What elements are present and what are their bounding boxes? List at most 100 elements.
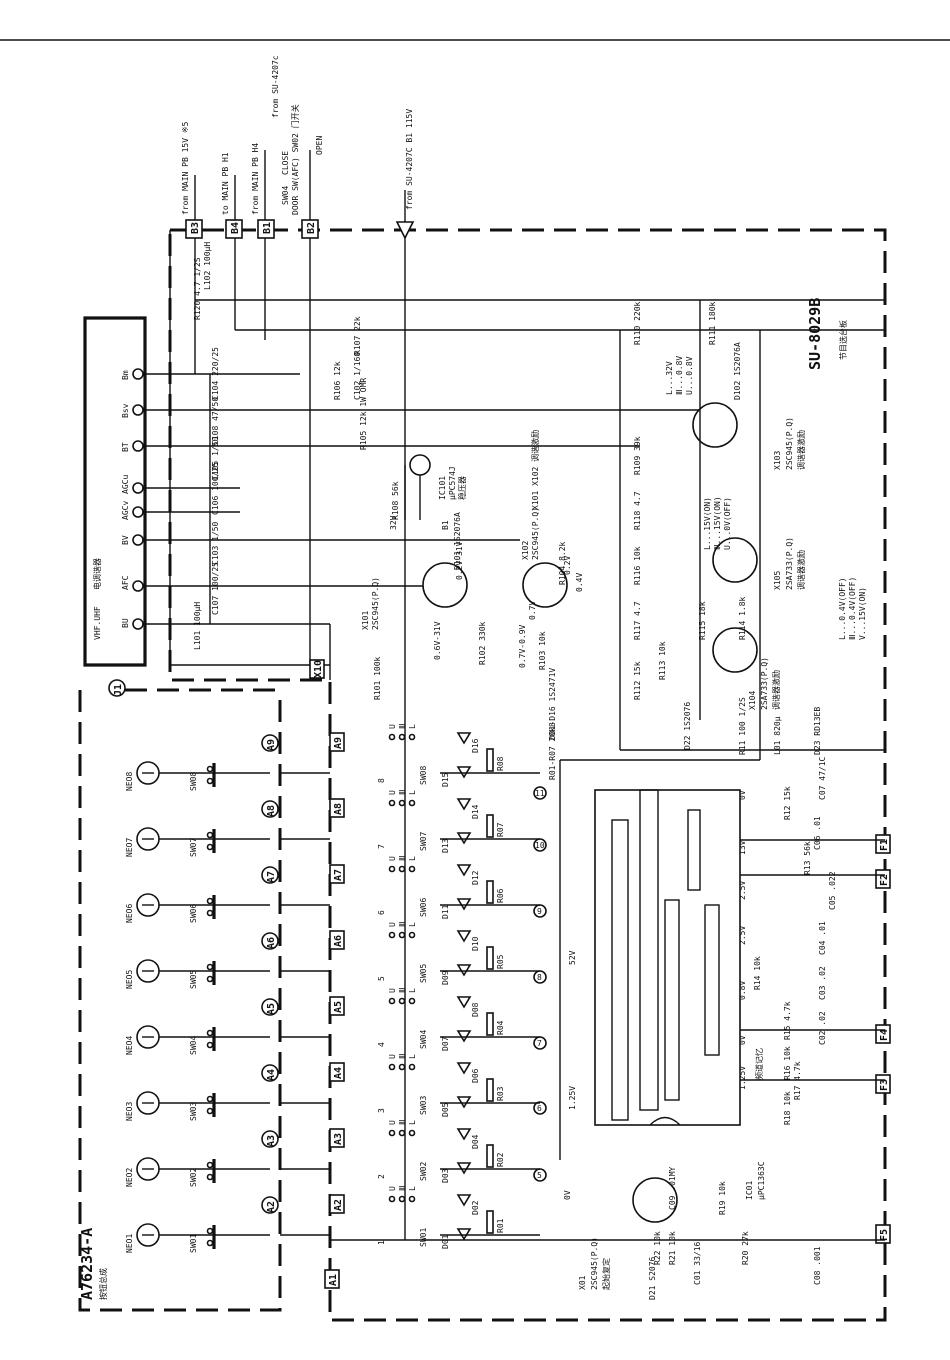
ic101-desc: 稳压器: [457, 476, 467, 500]
conn-b1-label: from MAIN PB H4: [251, 143, 260, 215]
svg-text:B1: B1: [262, 222, 273, 234]
band-switch-name: SW08: [419, 766, 428, 785]
switch-contact: [206, 1107, 214, 1115]
x104-desc: 调谐器激励: [771, 670, 781, 710]
tuner-pin: [132, 534, 144, 546]
tuner-pin: [132, 404, 144, 416]
diode: [456, 1062, 472, 1075]
switch-label: SW05: [189, 970, 198, 989]
svg-text:J1: J1: [113, 684, 124, 696]
switch-contact: [206, 975, 214, 983]
band-notes: L...32V Ⅲ...0.8V U...0.8V L...15V(ON) Ⅲ.…: [665, 356, 867, 640]
transistor-x102: [522, 562, 568, 608]
svg-text:2.5V: 2.5V: [738, 926, 747, 945]
tuner-pin: [132, 618, 144, 630]
component-label: C02 .02: [818, 1011, 827, 1045]
main-board-model: SU-8029B: [806, 298, 824, 370]
main-board-pin-label: A2: [333, 1199, 344, 1211]
button-board-name: 按钮总成: [98, 1268, 108, 1300]
main-board-outline: [168, 228, 887, 1322]
x105-part: 2SA733(P.Q): [785, 537, 794, 590]
resistor-label: R05: [496, 954, 505, 969]
svg-text:5: 5: [537, 1171, 542, 1180]
button-board-pin: [261, 1196, 279, 1214]
svg-text:U...0.8V: U...0.8V: [685, 356, 694, 395]
band-switch-contact: [388, 865, 396, 873]
svg-text:0.4V: 0.4V: [575, 573, 584, 592]
svg-text:2.5V: 2.5V: [738, 881, 747, 900]
connector-f5: [875, 1224, 891, 1244]
transistor-x103: [692, 402, 738, 448]
component-label: C102 1/160: [353, 352, 362, 400]
transistor-labels: X101 2SC945(P.Q) X102 2SC945(P.Q) X101 X…: [361, 417, 806, 1290]
component-label: R15 4.7k: [783, 1001, 792, 1040]
band-switch-name: SW07: [419, 832, 428, 851]
neon-label: NEO7: [125, 838, 134, 857]
component-label: R107 22k: [353, 316, 362, 355]
tuner-pin-label: BV: [121, 535, 130, 545]
component-label: C09 .01MY: [668, 1166, 677, 1210]
band-switch-contact: [388, 1195, 396, 1203]
resistor-label: R04: [496, 1020, 505, 1035]
diode: [456, 732, 472, 745]
svg-text:52V: 52V: [568, 950, 577, 965]
svg-text:L...15V(ON): L...15V(ON): [703, 497, 712, 550]
switch-contact: [206, 1227, 214, 1235]
switch-contact: [206, 1161, 214, 1169]
band-switch-label: U: [388, 1054, 397, 1059]
diode-label: D13: [441, 838, 450, 853]
right-rails: [329, 300, 885, 1241]
band-switch-name: SW06: [419, 898, 428, 917]
top-connectors: B3 B4 B1 B2 from MAIN PB 15V ※5 to MAIN …: [181, 55, 415, 240]
main-board-pin-label: A8: [333, 803, 344, 815]
x103-desc: 调谐器激励: [796, 430, 806, 470]
diode-label: D12: [471, 870, 480, 885]
svg-text:0.7V: 0.7V: [528, 601, 537, 620]
switch-contact: [206, 1095, 214, 1103]
svg-text:B3: B3: [190, 222, 201, 234]
component-label: R20 27k: [741, 1231, 750, 1265]
diode: [456, 996, 472, 1009]
band-switch-contact: [398, 1063, 406, 1071]
component-label: R108 56k: [391, 481, 400, 520]
band-switch-label: Ⅲ: [398, 987, 407, 993]
switch-contact: [206, 1173, 214, 1181]
band-switch-name: SW01: [419, 1228, 428, 1247]
button-board-pin: [261, 1130, 279, 1148]
resistor-label: R02: [496, 1152, 505, 1167]
switch-contact: [206, 1041, 214, 1049]
tuner-pin-label: Bm: [121, 370, 130, 380]
resistor-label: R07: [496, 822, 505, 837]
band-switch-contact: [388, 1129, 396, 1137]
band-switch-label: Ⅲ: [398, 1053, 407, 1059]
tuner-pin: [132, 440, 144, 452]
band-switch-contact: [398, 733, 406, 741]
switch-contact: [206, 777, 214, 785]
component-label: L101 100μH: [193, 602, 202, 650]
x01-label: X01: [578, 1275, 587, 1290]
switch-contact: [206, 765, 214, 773]
svg-text:10: 10: [535, 841, 545, 850]
ic101-part: μPC574J: [448, 466, 457, 500]
svg-text:0.2V-31V: 0.2V-31V: [455, 541, 464, 580]
resistor-label: R08: [496, 756, 505, 771]
main-board-pin-label: A9: [333, 737, 344, 749]
svg-text:Ⅲ...0.8V: Ⅲ...0.8V: [675, 356, 684, 395]
band-switch-contact: [408, 865, 416, 873]
main-board-pin: [329, 732, 345, 752]
tuner-pin-label: AGCv: [121, 501, 130, 520]
band-switch-contact: [398, 931, 406, 939]
band-switch-name: SW02: [419, 1162, 428, 1181]
component-label: R19 10k: [718, 1181, 727, 1215]
component-label: R21 10k: [668, 1231, 677, 1265]
component-label: C07 47/1C: [818, 756, 827, 800]
svg-text:U...0V(OFF): U...0V(OFF): [723, 497, 732, 550]
component-label: D102 1S2076A: [733, 342, 742, 400]
band-switch-contact: [388, 799, 396, 807]
transistor-x105: [712, 537, 758, 583]
band-switch-contact: [388, 1063, 396, 1071]
switch-contact: [206, 963, 214, 971]
diode-label: D10: [471, 936, 480, 951]
button-board-pin: [261, 1064, 279, 1082]
band-switch-contact: [388, 997, 396, 1005]
